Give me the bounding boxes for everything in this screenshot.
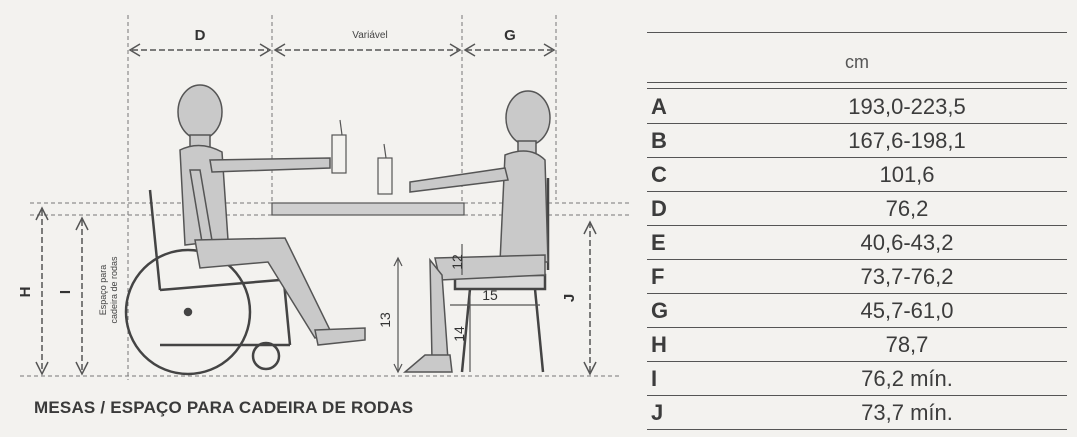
row-value: 45,7-61,0	[860, 298, 954, 323]
label-i: I	[57, 290, 74, 294]
row-rule	[647, 327, 1067, 328]
row-value: 193,0-223,5	[848, 94, 966, 119]
small-dimensions	[393, 244, 540, 374]
label-espaco: Espaço para	[98, 265, 108, 316]
table-row: E 40,6-43,2	[647, 226, 1067, 260]
row-letter: A	[651, 94, 667, 119]
row-value: 101,6	[879, 162, 935, 187]
glass-right	[377, 143, 393, 195]
top-dimension-chain	[128, 43, 556, 57]
row-rule	[647, 361, 1067, 362]
table-row: A 193,0-223,5	[647, 90, 1067, 124]
label-12: 12	[449, 254, 465, 270]
row-value: 78,7	[885, 332, 929, 357]
row-value: 40,6-43,2	[860, 230, 954, 255]
row-value: 73,7 mín.	[861, 400, 953, 425]
table-row: C 101,6	[647, 158, 1067, 192]
row-rule	[647, 259, 1067, 260]
row-letter: I	[651, 366, 658, 391]
label-13: 13	[377, 312, 393, 328]
dimensions-table: cm A 193,0-223,5 B 167,6-198,1 C 101,6 D…	[647, 20, 1067, 435]
table-row: B 167,6-198,1	[647, 124, 1067, 158]
row-rule	[647, 157, 1067, 158]
row-letter: B	[651, 128, 667, 153]
label-h: H	[17, 287, 34, 298]
row-letter: J	[651, 400, 664, 425]
table-row: G 45,7-61,0	[647, 294, 1067, 328]
row-value: 76,2	[885, 196, 929, 221]
label-d: D	[195, 27, 206, 44]
right-dimension-j	[583, 220, 597, 376]
diagram-caption: MESAS / ESPAÇO PARA CADEIRA DE RODAS	[34, 398, 414, 417]
table-row: F 73,7-76,2	[647, 260, 1067, 294]
row-rule	[647, 123, 1067, 124]
wheelchair	[124, 189, 292, 376]
table-top	[271, 202, 465, 216]
row-letter: D	[651, 196, 667, 221]
table-row: H 78,7	[647, 328, 1067, 362]
row-value: 167,6-198,1	[848, 128, 966, 153]
row-rule	[647, 191, 1067, 192]
seated-person-left	[177, 84, 366, 346]
label-15: 15	[482, 287, 498, 303]
row-rule	[647, 395, 1067, 396]
label-14: 14	[451, 326, 467, 342]
row-letter: E	[651, 230, 666, 255]
left-dimensions	[35, 206, 89, 376]
table-row: D 76,2	[647, 192, 1067, 226]
row-rule	[647, 429, 1067, 430]
row-value: 73,7-76,2	[860, 264, 954, 289]
label-variavel: Variável	[352, 30, 387, 41]
glass-left	[331, 119, 347, 174]
unit-header: cm	[845, 52, 869, 72]
label-g: G	[504, 27, 516, 44]
row-letter: F	[651, 264, 665, 289]
table-row: I 76,2 mín.	[647, 362, 1067, 396]
row-rule	[647, 293, 1067, 294]
row-letter: H	[651, 332, 667, 357]
row-letter: C	[651, 162, 667, 187]
table-row: J 73,7 mín.	[647, 396, 1067, 430]
table-top-rule	[647, 32, 1067, 33]
label-cadeira: cadeira de rodas	[109, 256, 119, 324]
row-rule	[647, 225, 1067, 226]
label-j: J	[561, 294, 578, 302]
header-rule	[647, 82, 1067, 83]
header-rule-2	[647, 88, 1067, 89]
seated-person-right	[402, 90, 551, 373]
row-letter: G	[651, 298, 669, 323]
wheelchair-table-diagram: D Variável G H I Espaço para cadeira de …	[17, 15, 630, 380]
row-value: 76,2 mín.	[861, 366, 953, 391]
